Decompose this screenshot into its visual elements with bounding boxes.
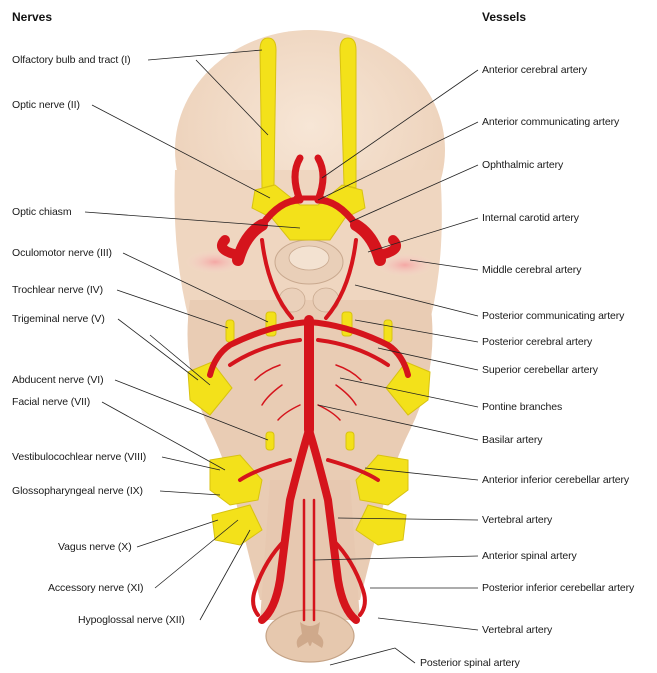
vessel-label-internal-carotid: Internal carotid artery xyxy=(482,212,579,224)
nerve-label-oculomotor: Oculomotor nerve (III) xyxy=(12,247,112,259)
vessel-label-anterior-inferior-cerebellar: Anterior inferior cerebellar artery xyxy=(482,474,629,486)
nerve-label-accessory: Accessory nerve (XI) xyxy=(48,582,143,594)
nerve-label-trigeminal: Trigeminal nerve (V) xyxy=(12,313,105,325)
vessel-label-vertebral-lower: Vertebral artery xyxy=(482,624,552,636)
nerve-label-optic-chiasm: Optic chiasm xyxy=(12,206,71,218)
vessel-label-ophthalmic: Ophthalmic artery xyxy=(482,159,563,171)
vessel-label-superior-cerebellar: Superior cerebellar artery xyxy=(482,364,598,376)
vessel-label-posterior-communicating: Posterior communicating artery xyxy=(482,310,624,322)
nerve-label-abducent: Abducent nerve (VI) xyxy=(12,374,103,386)
vessel-label-anterior-communicating: Anterior communicating artery xyxy=(482,116,619,128)
vessel-label-vertebral-upper: Vertebral artery xyxy=(482,514,552,526)
nerve-label-hypoglossal: Hypoglossal nerve (XII) xyxy=(78,614,185,626)
nerve-label-facial: Facial nerve (VII) xyxy=(12,396,90,408)
vessel-label-posterior-cerebral: Posterior cerebral artery xyxy=(482,336,592,348)
nerve-label-optic: Optic nerve (II) xyxy=(12,99,80,111)
vessel-label-posterior-inferior-cerebellar: Posterior inferior cerebellar artery xyxy=(482,582,634,594)
nerve-label-vestibulocochlear: Vestibulocochlear nerve (VIII) xyxy=(12,451,146,463)
nerve-label-glossopharyngeal: Glossopharyngeal nerve (IX) xyxy=(12,485,143,497)
vessel-label-anterior-spinal: Anterior spinal artery xyxy=(482,550,577,562)
vessel-label-basilar: Basilar artery xyxy=(482,434,542,446)
vessel-label-anterior-cerebral: Anterior cerebral artery xyxy=(482,64,587,76)
vessel-label-pontine-branches: Pontine branches xyxy=(482,401,562,413)
vessel-label-posterior-spinal: Posterior spinal artery xyxy=(420,657,520,669)
nerve-label-vagus: Vagus nerve (X) xyxy=(58,541,132,553)
nerve-label-trochlear: Trochlear nerve (IV) xyxy=(12,284,103,296)
vessels-header: Vessels xyxy=(482,10,526,24)
nerves-header: Nerves xyxy=(12,10,52,24)
vessel-label-middle-cerebral: Middle cerebral artery xyxy=(482,264,581,276)
nerve-label-olfactory: Olfactory bulb and tract (I) xyxy=(12,54,131,66)
